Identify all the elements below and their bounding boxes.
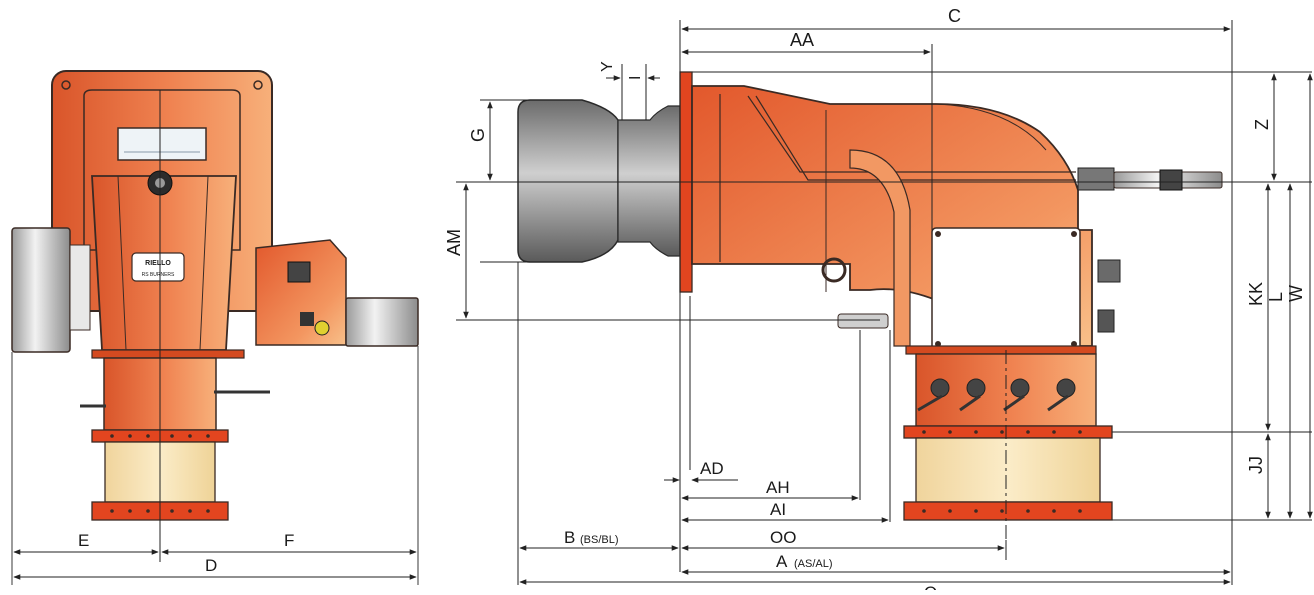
dim-label-w: W: [1286, 285, 1306, 302]
dim-label-b-sub: (BS/BL): [580, 534, 619, 546]
side-view: [517, 71, 1223, 560]
front-sight-window: [117, 127, 207, 161]
side-dimensions: [456, 20, 1313, 585]
dim-label-a: A: [776, 552, 788, 571]
side-duct: [915, 437, 1101, 503]
front-view: RIELLO RS BURNERS: [11, 70, 419, 585]
dim-label-q: Q: [924, 583, 937, 590]
front-dimensions: [13, 549, 417, 580]
actuator-rod: [1077, 167, 1115, 191]
dim-label-y: Y: [599, 61, 616, 72]
dim-label-z: Z: [1252, 119, 1272, 130]
front-motor-left: [11, 227, 71, 353]
dim-label-l: L: [1266, 292, 1286, 302]
front-logo-text: RIELLO: [145, 260, 171, 267]
dim-label-a-sub: (AS/AL): [794, 558, 833, 570]
front-motor-right: [345, 297, 419, 347]
dim-label-c: C: [948, 6, 961, 26]
inspection-panel: [931, 227, 1081, 351]
dim-label-am: AM: [444, 229, 464, 256]
dim-label-oo: OO: [770, 528, 796, 547]
dim-label-i: I: [627, 76, 644, 80]
front-valve-train: [255, 239, 347, 346]
dim-label-b: B: [564, 528, 575, 547]
dim-label-f: F: [284, 531, 294, 550]
combustion-head: [517, 99, 619, 263]
dim-label-ad: AD: [700, 459, 724, 478]
dim-label-jj: JJ: [1246, 456, 1266, 474]
dim-label-g: G: [468, 128, 488, 142]
front-logo-badge: [131, 252, 185, 282]
dim-label-d: D: [205, 556, 217, 575]
dim-label-ai: AI: [770, 500, 786, 519]
dim-label-ah: AH: [766, 478, 790, 497]
front-model-text: RS BURNERS: [142, 272, 175, 278]
dim-label-kk: KK: [1246, 282, 1266, 306]
dim-label-aa: AA: [790, 30, 814, 50]
dim-label-e: E: [78, 531, 89, 550]
